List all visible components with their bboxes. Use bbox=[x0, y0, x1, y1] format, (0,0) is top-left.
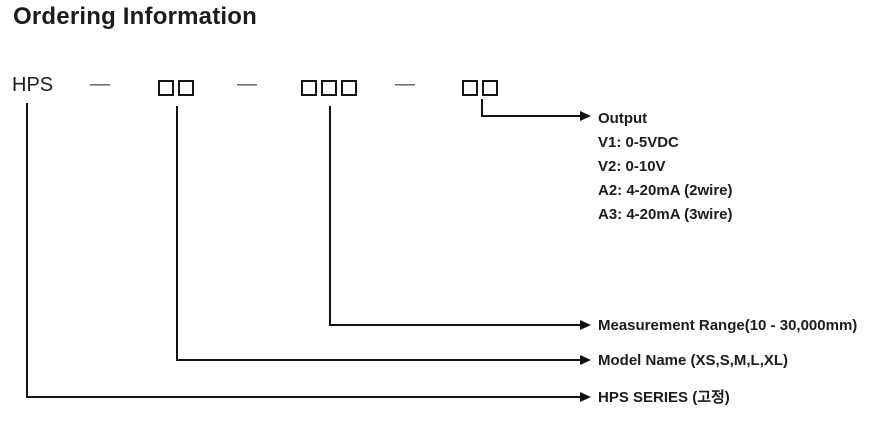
connector-line-range-horizontal bbox=[329, 324, 580, 326]
code-boxes-range bbox=[301, 80, 357, 96]
connector-line-series bbox=[26, 103, 28, 397]
code-box bbox=[158, 80, 174, 96]
code-box bbox=[482, 80, 498, 96]
code-box bbox=[321, 80, 337, 96]
output-option: V2: 0-10V bbox=[598, 158, 666, 175]
arrowhead-icon bbox=[580, 111, 591, 121]
code-prefix: HPS bbox=[12, 74, 54, 96]
page-title: Ordering Information bbox=[13, 3, 257, 30]
arrowhead-icon bbox=[580, 355, 591, 365]
code-box bbox=[301, 80, 317, 96]
connector-line-model-horizontal bbox=[176, 359, 580, 361]
code-box bbox=[462, 80, 478, 96]
output-callout-title: Output bbox=[598, 110, 648, 127]
connector-line-range bbox=[329, 106, 331, 326]
separator-dash: — bbox=[90, 73, 110, 95]
code-boxes-output bbox=[462, 80, 498, 96]
model-name-label: Model Name (XS,S,M,L,XL) bbox=[598, 352, 789, 369]
series-label: HPS SERIES (고정) bbox=[598, 389, 730, 406]
arrowhead-icon bbox=[580, 392, 591, 402]
arrowhead-icon bbox=[580, 320, 591, 330]
code-box bbox=[341, 80, 357, 96]
measurement-range-label: Measurement Range(10 - 30,000mm) bbox=[598, 317, 858, 334]
output-option: A3: 4-20mA (3wire) bbox=[598, 206, 733, 223]
output-option: A2: 4-20mA (2wire) bbox=[598, 182, 733, 199]
connector-line-series-horizontal bbox=[26, 396, 580, 398]
code-box bbox=[178, 80, 194, 96]
separator-dash: — bbox=[395, 73, 415, 95]
separator-dash: — bbox=[237, 73, 257, 95]
output-callout: Output V1: 0-5VDC V2: 0-10V A2: 4-20mA (… bbox=[598, 107, 733, 227]
output-option: V1: 0-5VDC bbox=[598, 134, 679, 151]
connector-line-model bbox=[176, 106, 178, 361]
connector-line-output bbox=[481, 99, 483, 117]
connector-line-output-horizontal bbox=[481, 115, 580, 117]
code-boxes-model bbox=[158, 80, 194, 96]
